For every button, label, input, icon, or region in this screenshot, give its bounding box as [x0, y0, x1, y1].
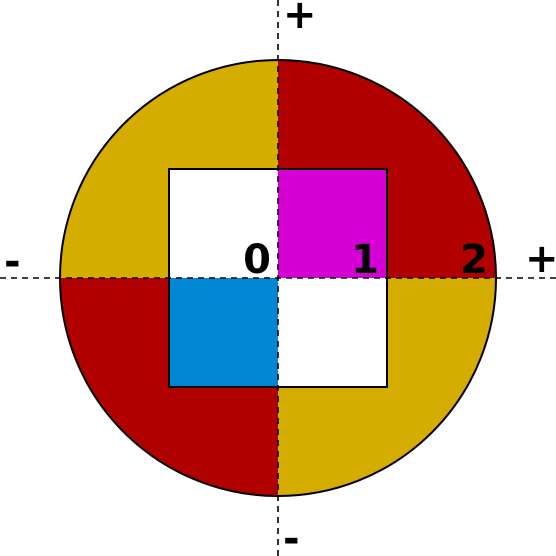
tick-label-1: 1 — [351, 237, 379, 283]
y-positive-sign: + — [283, 0, 317, 38]
square-quadrant-bottom-left — [169, 278, 278, 387]
square-quadrant-top-left — [169, 169, 278, 278]
tick-label-2: 2 — [460, 237, 488, 283]
x-positive-sign: + — [525, 236, 556, 282]
y-negative-sign: - — [283, 516, 300, 556]
tick-label-0: 0 — [243, 237, 271, 283]
square-quadrants — [168, 168, 388, 388]
axis-signs: + + - - — [4, 0, 556, 556]
tick-labels: 0 1 2 — [243, 237, 488, 283]
square-quadrant-top-right — [278, 169, 387, 278]
square-quadrant-bottom-right — [278, 278, 387, 387]
x-negative-sign: - — [4, 239, 21, 285]
